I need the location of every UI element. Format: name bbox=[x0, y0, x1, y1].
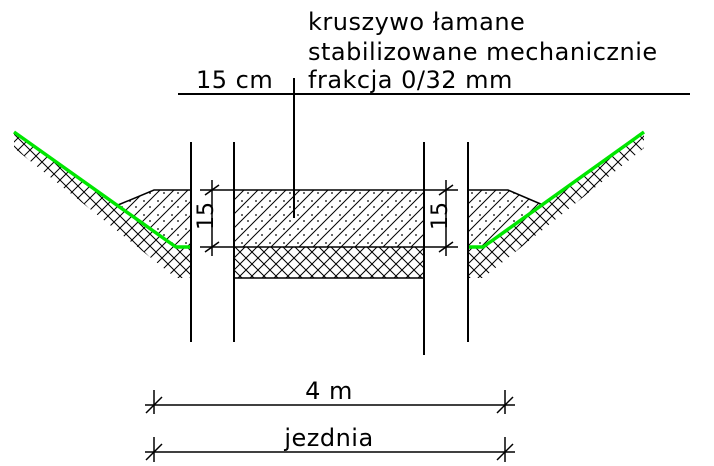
left-soil-hatch bbox=[14, 132, 191, 278]
right-aggregate-top bbox=[468, 189, 544, 206]
width-dimension: 4 m bbox=[145, 377, 515, 414]
left-embankment bbox=[14, 132, 191, 278]
layer-thickness-label: 15 cm bbox=[196, 66, 273, 94]
right-embankment bbox=[468, 132, 644, 278]
material-label-line2: stabilizowane mechanicznie bbox=[308, 38, 658, 66]
width-dim-text: 4 m bbox=[305, 377, 353, 405]
right-dim-tick-top bbox=[438, 184, 454, 196]
right-ground-profile bbox=[468, 130, 646, 249]
material-label-line1: kruszywo łamane bbox=[308, 8, 525, 36]
left-thickness-dimension: 15 bbox=[194, 180, 220, 256]
right-aggregate-wedge bbox=[468, 190, 543, 247]
width-dim-tick-right bbox=[496, 396, 514, 414]
base-layer-hatch bbox=[234, 190, 424, 247]
right-dim-text: 15 bbox=[428, 202, 453, 230]
right-dim-tick-bottom bbox=[438, 241, 454, 253]
road-dimension: jezdnia bbox=[145, 424, 515, 462]
left-dim-text: 15 bbox=[194, 202, 219, 230]
left-dim-tick-bottom bbox=[204, 241, 220, 253]
material-label-group: kruszywo łamane stabilizowane mechaniczn… bbox=[178, 8, 690, 218]
left-dim-tick-top bbox=[204, 184, 220, 196]
left-aggregate-top bbox=[117, 189, 191, 206]
subgrade-hatch bbox=[234, 247, 424, 278]
right-thickness-dimension: 15 bbox=[428, 180, 454, 256]
road-dim-tick-left bbox=[145, 443, 163, 461]
road-label-text: jezdnia bbox=[283, 424, 373, 452]
road-dim-tick-right bbox=[496, 443, 514, 461]
left-ground-profile bbox=[12, 130, 191, 249]
right-soil-hatch bbox=[468, 132, 644, 278]
left-aggregate-wedge bbox=[118, 190, 191, 247]
material-label-line3: frakcja 0/32 mm bbox=[308, 66, 513, 94]
width-dim-tick-left bbox=[145, 396, 163, 414]
